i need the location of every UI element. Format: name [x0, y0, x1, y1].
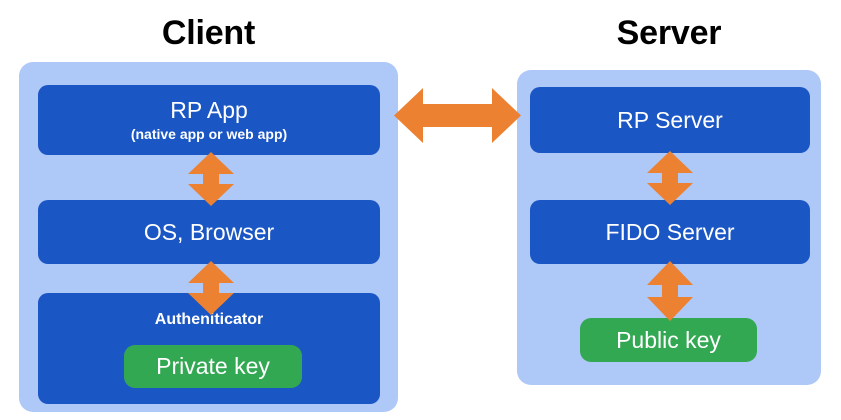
- double-arrow-vertical-rp-app-os-icon: [187, 152, 235, 206]
- server-box-rp-server-label: RP Server: [617, 106, 723, 133]
- public-key-chip-label: Public key: [616, 326, 721, 353]
- client-box-os-browser-label: OS, Browser: [143, 218, 275, 245]
- client-column-title: Client: [161, 14, 256, 52]
- server-box-fido-server-label: FIDO Server: [605, 218, 735, 245]
- client-box-os-browser: OS, Browser: [38, 200, 380, 264]
- server-box-rp-server: RP Server: [530, 87, 810, 153]
- double-arrow-vertical-os-authenticator-icon: [187, 261, 235, 315]
- client-box-rp-app-sublabel: (native app or web app): [130, 126, 288, 142]
- public-key-chip: Public key: [580, 318, 757, 362]
- private-key-chip: Private key: [124, 345, 302, 388]
- private-key-chip-label: Private key: [156, 353, 270, 379]
- server-box-fido-server: FIDO Server: [530, 200, 810, 264]
- double-arrow-vertical-rp-server-fido-icon: [646, 151, 694, 205]
- double-arrow-vertical-fido-public-key-icon: [646, 261, 694, 321]
- client-box-authenticator-label: Autheniticator: [154, 311, 264, 328]
- server-column-title: Server: [616, 14, 722, 52]
- client-box-rp-app: RP App (native app or web app): [38, 85, 380, 155]
- client-box-rp-app-label: RP App: [170, 97, 248, 123]
- double-arrow-horizontal-icon: [394, 87, 521, 144]
